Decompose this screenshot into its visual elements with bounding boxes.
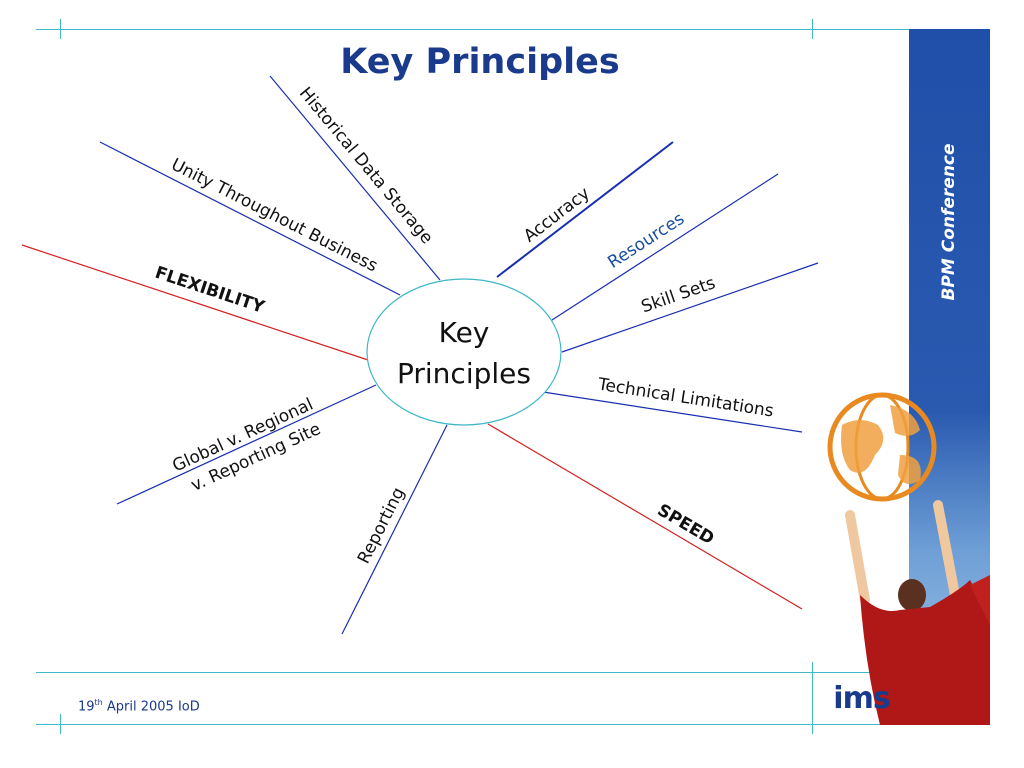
globe-person-photo	[827, 392, 990, 725]
spoke-line-technical-limitations	[542, 391, 803, 433]
spoke-label-speed: SPEED	[654, 500, 718, 549]
spoke-line-global-regional	[116, 384, 377, 505]
spoke-label-flexibility: FLEXIBILITY	[152, 263, 267, 318]
centre-ellipse	[366, 278, 562, 426]
footer-day: 19	[78, 699, 95, 715]
spoke-label-accuracy: Accuracy	[520, 183, 594, 246]
conference-label: BPM Conference	[939, 143, 959, 301]
centre-label-line2: Principles	[397, 357, 531, 390]
top-rule	[36, 29, 990, 30]
footer-divider-tick	[812, 662, 813, 734]
spoke-line-resources	[551, 173, 779, 321]
globe-icon	[827, 392, 937, 502]
person-figure	[845, 500, 990, 725]
footer-date-rest: April 2005 IoD	[102, 699, 200, 715]
bottom-left-tick	[60, 714, 61, 734]
spoke-line-flexibility	[21, 244, 369, 361]
top-left-tick	[60, 19, 61, 39]
logo-text: ims	[833, 680, 890, 716]
spoke-label-skill-sets: Skill Sets	[639, 273, 718, 317]
bottom-rule	[36, 724, 990, 725]
centre-label-line1: Key	[439, 316, 490, 349]
principles-diagram: Key Principles Historical Data Storage U…	[21, 75, 819, 635]
spoke-label-unity-throughout-business: Unity Throughout Business	[168, 155, 381, 277]
spoke-line-speed	[487, 423, 803, 610]
ims-logo: ims	[814, 672, 909, 724]
footer-day-suffix: th	[94, 698, 103, 707]
footer-top-rule	[36, 672, 990, 673]
spoke-line-historical-data-storage	[269, 75, 441, 281]
spoke-line-reporting	[341, 424, 448, 635]
spoke-line-accuracy	[496, 141, 674, 278]
spoke-label-historical-data-storage: Historical Data Storage	[295, 84, 437, 249]
spoke-line-unity-throughout-business	[99, 141, 401, 296]
slide-title: Key Principles	[340, 42, 620, 82]
footer-date: 19th April 2005 IoD	[78, 698, 200, 714]
spoke-line-skill-sets	[561, 262, 819, 353]
top-right-tick	[812, 19, 813, 39]
